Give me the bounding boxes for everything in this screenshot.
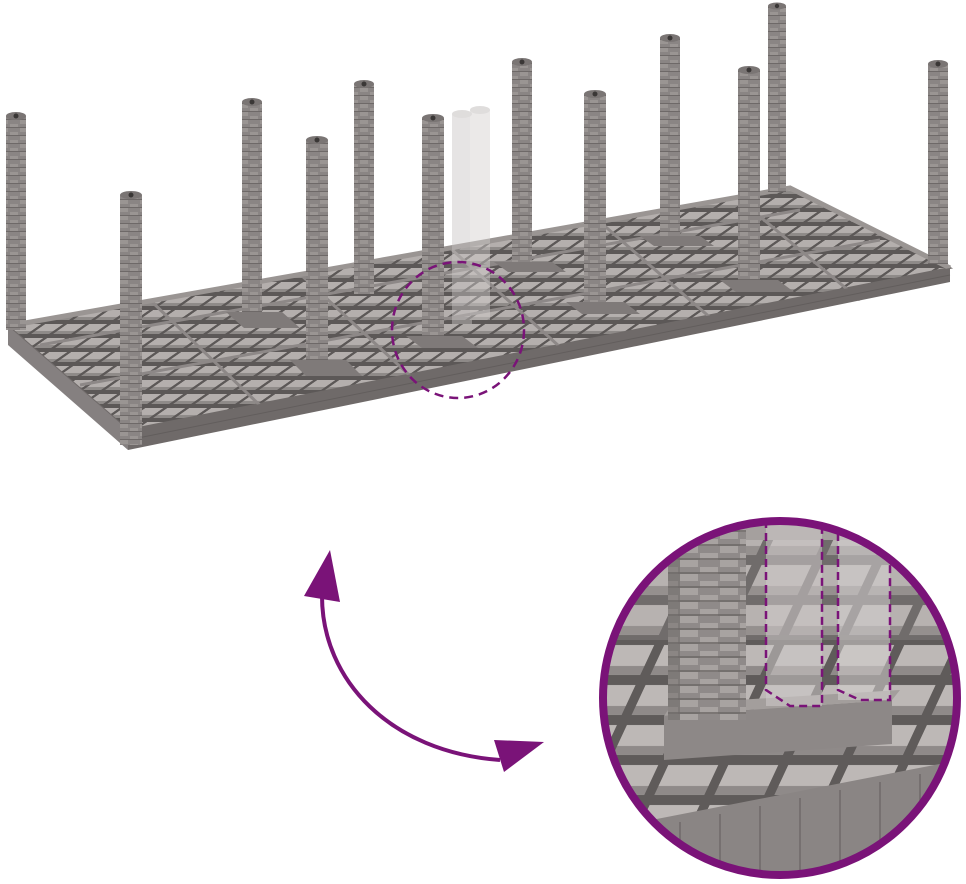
post xyxy=(290,136,362,376)
tray-side-face xyxy=(8,326,128,450)
post xyxy=(720,66,794,292)
tray-front-face xyxy=(128,268,950,450)
post xyxy=(566,90,640,314)
post xyxy=(494,58,566,272)
post xyxy=(120,191,142,445)
post-group xyxy=(6,2,948,445)
post xyxy=(226,98,300,328)
curved-double-arrow-icon xyxy=(304,550,544,772)
post xyxy=(6,112,26,330)
post xyxy=(406,114,478,348)
zoom-circle-icon xyxy=(599,517,961,879)
tray xyxy=(5,185,954,450)
dashed-circle-icon xyxy=(390,260,526,400)
post xyxy=(640,34,714,246)
post xyxy=(768,2,786,192)
post xyxy=(354,80,374,294)
post xyxy=(928,60,948,264)
ghost-post xyxy=(452,106,490,324)
tray-rim xyxy=(7,185,952,329)
